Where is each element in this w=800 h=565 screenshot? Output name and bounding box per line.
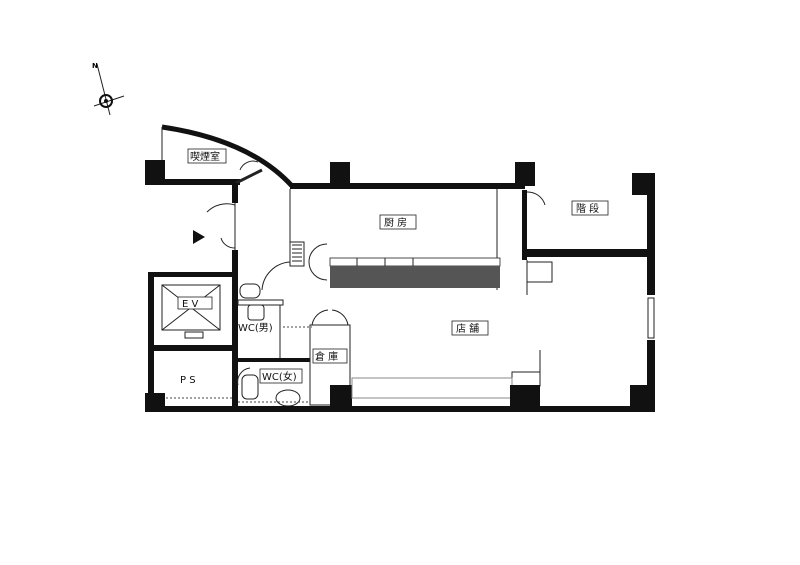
curved-wall xyxy=(161,124,294,188)
room-label-pipe-shaft: P S xyxy=(180,375,196,386)
room-label-storage: 倉 庫 xyxy=(315,350,338,363)
room-label-smoking: 喫煙室 xyxy=(190,150,220,163)
room-label-elevator: E V xyxy=(182,299,198,310)
room-label-kitchen: 厨 房 xyxy=(384,216,407,229)
exterior-wall xyxy=(145,406,655,412)
pillar xyxy=(515,162,535,186)
room-label-shop: 店 舗 xyxy=(456,322,479,335)
pillar xyxy=(330,162,350,186)
room-label-wc-women: WC(女) xyxy=(262,370,297,383)
room-label-wc-men: WC(男) xyxy=(238,322,273,334)
entrance-arrow-icon xyxy=(193,230,205,244)
compass-north-label: N xyxy=(92,62,98,70)
room-label-stairs: 階 段 xyxy=(576,202,599,215)
kitchen-counter xyxy=(330,266,500,288)
compass-icon: N xyxy=(92,62,125,116)
pillar xyxy=(145,160,165,183)
